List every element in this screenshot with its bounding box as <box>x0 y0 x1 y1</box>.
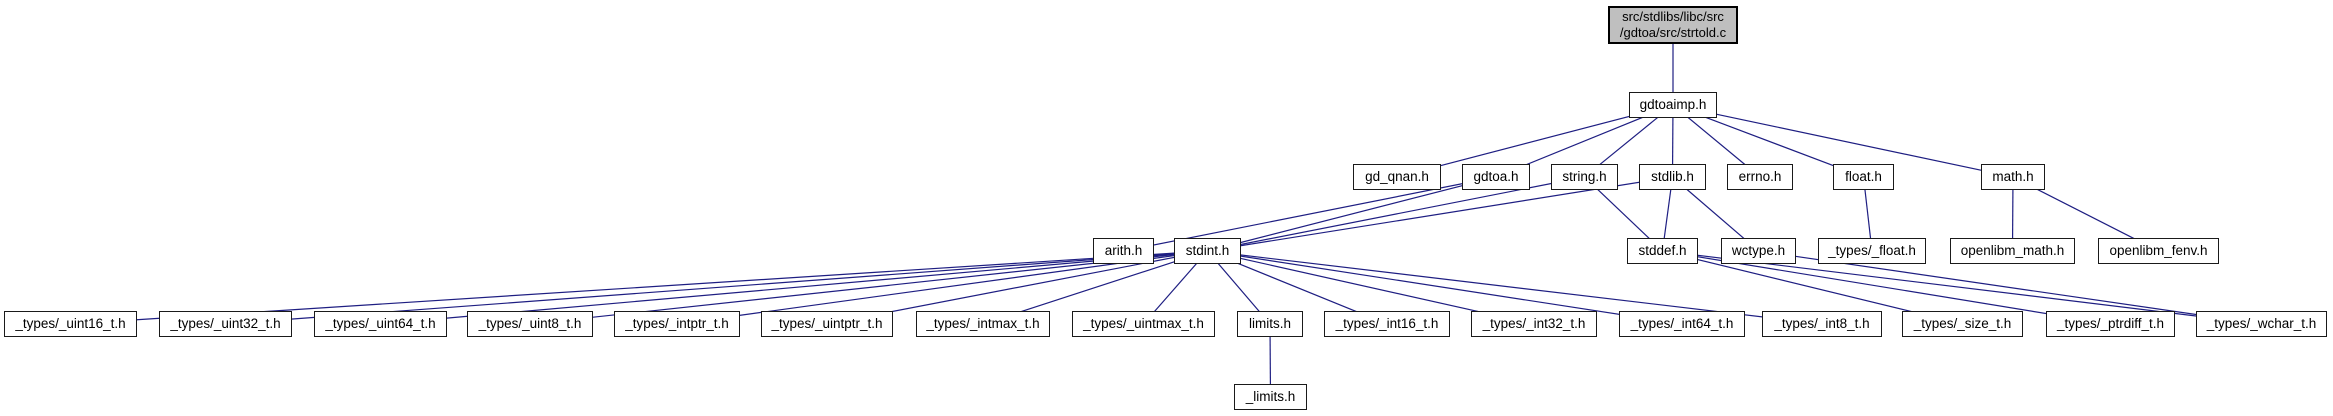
edge-stdint-int64 <box>1207 250 1672 323</box>
node-intmax[interactable]: _types/_intmax_t.h <box>916 311 1050 337</box>
node-uint32[interactable]: _types/_uint32_t.h <box>159 311 292 337</box>
node-size_t[interactable]: _types/_size_t.h <box>1902 311 2023 337</box>
edge-gdtoaimp-math <box>1673 104 2003 176</box>
node-limits[interactable]: limits.h <box>1237 311 1303 337</box>
edge-stdint-int8 <box>1207 250 1812 324</box>
edge-stddef-size_t <box>1662 250 1952 322</box>
node-_limits[interactable]: _limits.h <box>1234 384 1307 410</box>
edge-gdtoaimp-gd_qnan <box>1407 104 1673 175</box>
node-strtold: src/stdlibs/libc/src /gdtoa/src/strtold.… <box>1608 6 1738 44</box>
node-errno[interactable]: errno.h <box>1727 164 1793 190</box>
node-uint8[interactable]: _types/_uint8_t.h <box>467 311 593 337</box>
node-wchar[interactable]: _types/_wchar_t.h <box>2196 311 2327 337</box>
node-gd_qnan[interactable]: gd_qnan.h <box>1353 164 1441 190</box>
node-types_float[interactable]: _types/_float.h <box>1818 238 1926 264</box>
node-uintmax[interactable]: _types/_uintmax_t.h <box>1072 311 1215 337</box>
node-arith[interactable]: arith.h <box>1093 238 1154 264</box>
node-stdlib[interactable]: stdlib.h <box>1639 164 1706 190</box>
node-wctype[interactable]: wctype.h <box>1721 238 1796 264</box>
node-gdtoa[interactable]: gdtoa.h <box>1462 164 1530 190</box>
node-int64[interactable]: _types/_int64_t.h <box>1619 311 1745 337</box>
edge-stdint-intmax <box>993 250 1208 322</box>
node-int32[interactable]: _types/_int32_t.h <box>1471 311 1597 337</box>
node-uintptr[interactable]: _types/_uintptr_t.h <box>761 311 893 337</box>
node-gdtoaimp[interactable]: gdtoaimp.h <box>1629 92 1717 118</box>
node-string[interactable]: string.h <box>1551 164 1618 190</box>
node-int16[interactable]: _types/_int16_t.h <box>1324 311 1450 337</box>
edge-stdint-int32 <box>1207 250 1524 323</box>
node-openlibm_math[interactable]: openlibm_math.h <box>1950 238 2075 264</box>
edge-gdtoa-stdint <box>1218 176 1497 249</box>
node-openlibm_fenv[interactable]: openlibm_fenv.h <box>2098 238 2219 264</box>
node-math[interactable]: math.h <box>1981 164 2045 190</box>
node-uint64[interactable]: _types/_uint64_t.h <box>314 311 447 337</box>
node-intptr[interactable]: _types/_intptr_t.h <box>614 311 740 337</box>
node-uint16[interactable]: _types/_uint16_t.h <box>4 311 137 337</box>
node-int8[interactable]: _types/_int8_t.h <box>1762 311 1882 337</box>
node-float[interactable]: float.h <box>1833 164 1894 190</box>
node-stdint[interactable]: stdint.h <box>1174 238 1241 264</box>
node-ptrdiff[interactable]: _types/_ptrdiff_t.h <box>2046 311 2175 337</box>
node-stddef[interactable]: stddef.h <box>1627 238 1698 264</box>
